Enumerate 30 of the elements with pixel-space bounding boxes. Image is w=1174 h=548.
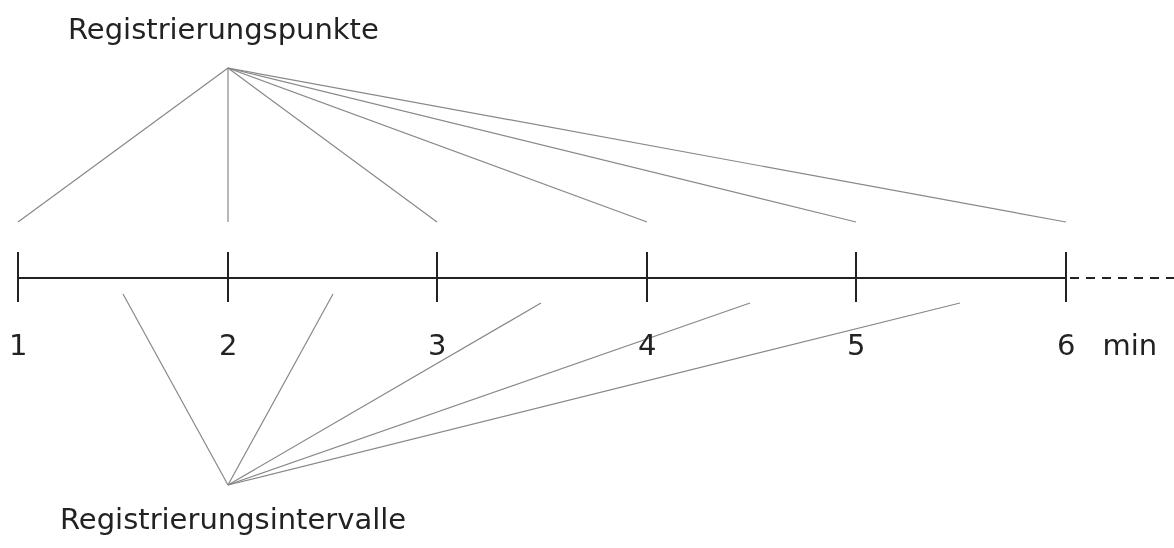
- timeline-segment: [228, 277, 437, 279]
- leader-line: [122, 293, 229, 486]
- leader-line: [227, 302, 751, 486]
- tick-mark: [855, 252, 857, 302]
- leader-line: [227, 293, 334, 486]
- tick-label: 6: [1057, 328, 1076, 362]
- unit-label: min: [1102, 328, 1158, 362]
- tick-label: 1: [9, 328, 28, 362]
- callout-label: Registrierungspunkte: [68, 12, 379, 46]
- tick-label: 2: [219, 328, 238, 362]
- timeline-segment: [856, 277, 1066, 279]
- timeline-segment: [647, 277, 856, 279]
- leader-line: [227, 67, 1067, 223]
- leader-line: [227, 302, 542, 486]
- leader-line: [227, 302, 961, 486]
- leader-line: [227, 67, 229, 223]
- tick-mark: [1065, 252, 1067, 302]
- tick-mark: [17, 252, 19, 302]
- tick-label: 5: [847, 328, 866, 362]
- leader-line: [17, 67, 229, 223]
- tick-mark: [436, 252, 438, 302]
- tick-label: 4: [638, 328, 657, 362]
- tick-mark: [646, 252, 648, 302]
- tick-mark: [227, 252, 229, 302]
- leader-line: [227, 67, 648, 223]
- timeline-segment: [437, 277, 647, 279]
- leader-line: [227, 67, 438, 223]
- callout-label: Registrierungsintervalle: [60, 502, 407, 536]
- timeline-segment: [18, 277, 228, 279]
- tick-label: 3: [428, 328, 447, 362]
